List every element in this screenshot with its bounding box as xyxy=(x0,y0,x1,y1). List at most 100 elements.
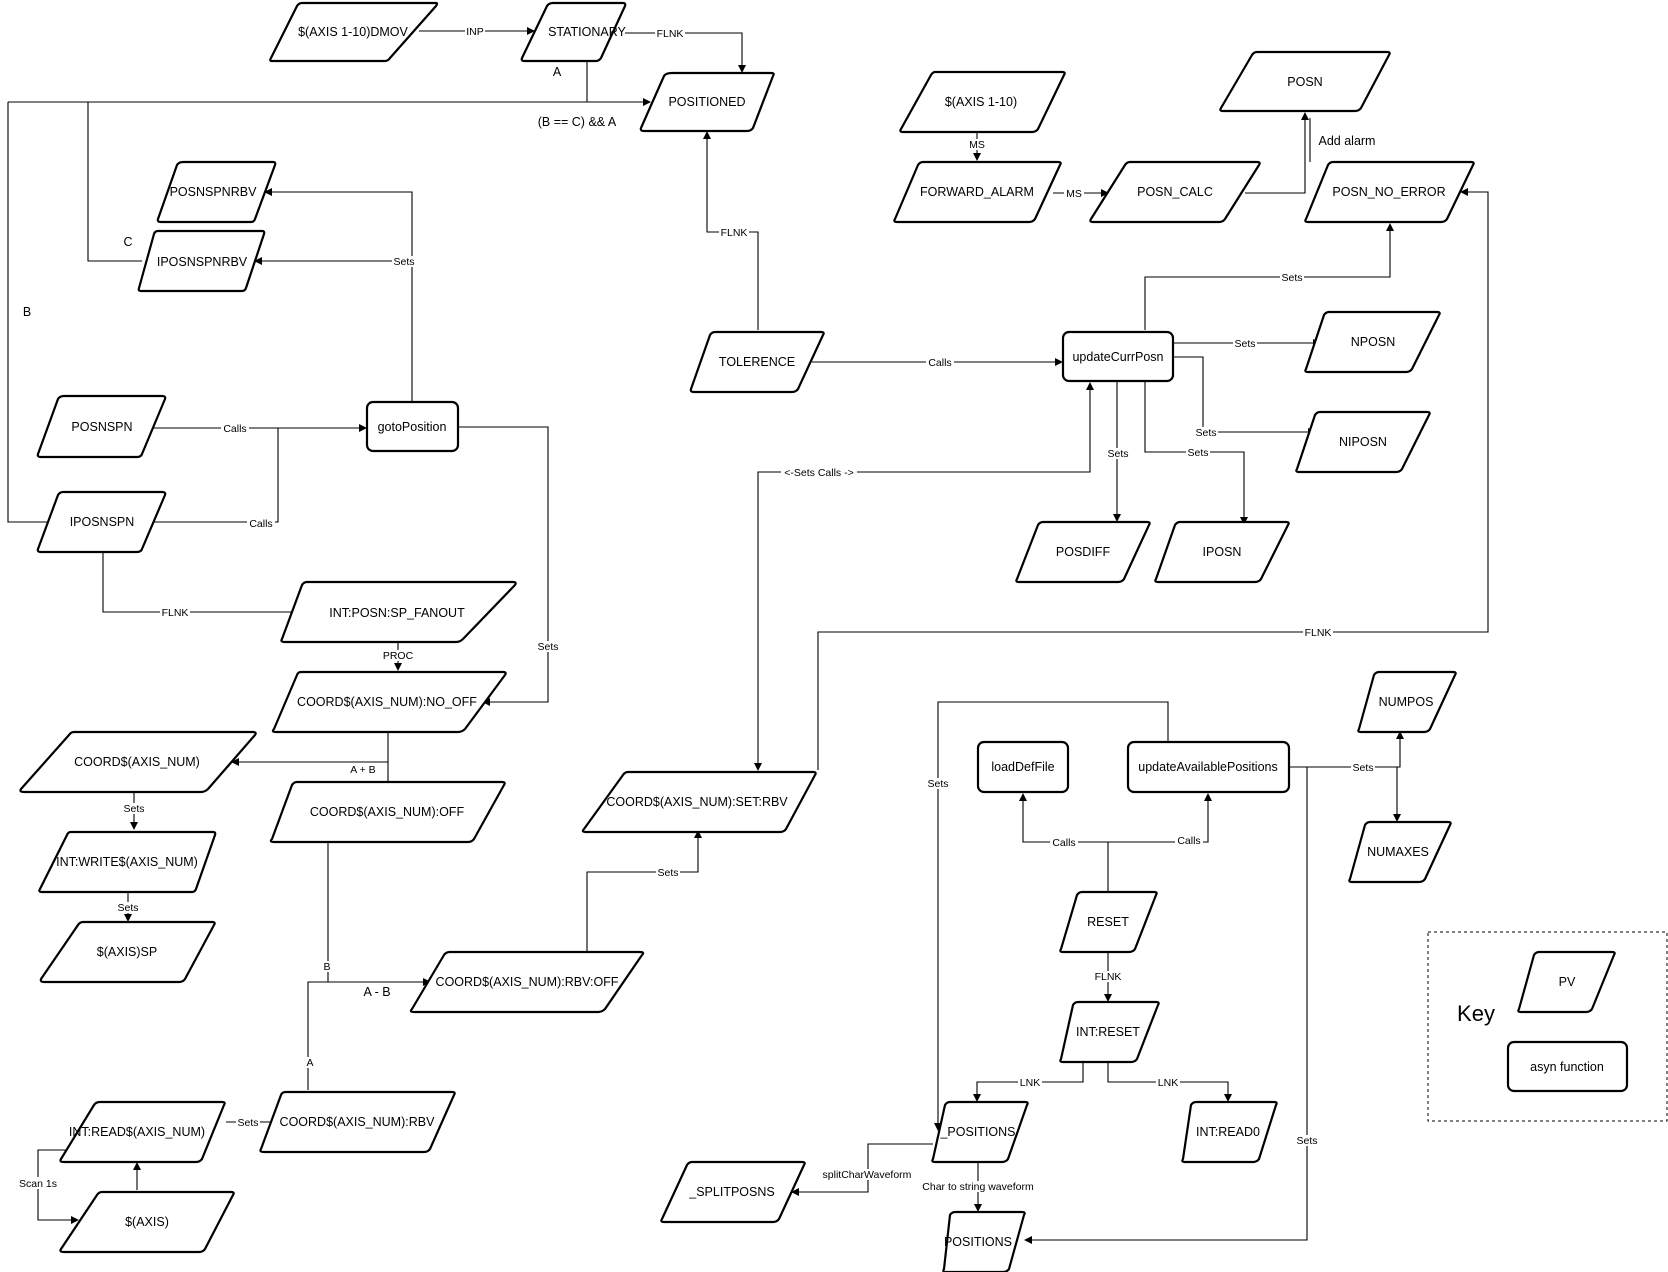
node-int-write[interactable]: INT:WRITE$(AXIS_NUM) xyxy=(38,830,217,894)
node-sp-fanout[interactable]: INT:POSN:SP_FANOUT xyxy=(280,580,517,644)
arrowhead xyxy=(1396,731,1404,739)
arrowhead xyxy=(1101,189,1109,197)
node-updateavailablepositions[interactable]: updateAvailablePositions xyxy=(1126,740,1291,794)
arrowhead xyxy=(1104,994,1112,1002)
edge-label-text: Sets xyxy=(117,902,138,914)
node-set-rbv[interactable]: COORD$(AXIS_NUM):SET:RBV xyxy=(581,770,817,834)
node-loaddeffile[interactable]: loadDefFile xyxy=(976,740,1070,794)
node-nposn[interactable]: NPOSN xyxy=(1304,310,1441,374)
node-posdiff[interactable]: POSDIFF xyxy=(1015,520,1151,584)
edge-label-text: Sets xyxy=(1234,338,1255,350)
edge-label: FLNK xyxy=(160,607,190,619)
node-label: loadDefFile xyxy=(991,760,1054,774)
node-posnspnrbv[interactable]: POSNSPNRBV xyxy=(156,160,277,224)
edge-label-text: INP xyxy=(466,26,484,38)
node-forward-alarm[interactable]: FORWARD_ALARM xyxy=(893,160,1062,224)
edge-label: LNK xyxy=(1018,1077,1042,1089)
arrowhead xyxy=(974,1204,982,1212)
edge-label: Char to string waveform xyxy=(917,1181,1039,1193)
edge-label-text: Sets xyxy=(1187,447,1208,459)
node-tolerence[interactable]: TOLERENCE xyxy=(689,330,825,394)
node-int-read[interactable]: INT:READ$(AXIS_NUM) xyxy=(59,1100,226,1164)
node-label: updateAvailablePositions xyxy=(1138,760,1277,774)
node-label: INT:POSN:SP_FANOUT xyxy=(329,606,465,620)
edge-update-setrbv xyxy=(757,390,1091,764)
node-int-reset[interactable]: INT:RESET xyxy=(1059,1000,1160,1064)
edge-label: FLNK xyxy=(655,28,685,40)
node-label: COORD$(AXIS_NUM):RBV:OFF xyxy=(436,975,619,989)
node-off[interactable]: COORD$(AXIS_NUM):OFF xyxy=(269,780,506,844)
arrowhead xyxy=(1086,382,1094,390)
node-label: updateCurrPosn xyxy=(1072,350,1163,364)
node-iposn[interactable]: IPOSN xyxy=(1154,520,1290,584)
node-stationary[interactable]: STATIONARY xyxy=(520,1,627,63)
node-label: $(AXIS 1-10)DMOV xyxy=(298,25,408,39)
edge-label-text: Calls xyxy=(223,423,246,435)
node-iposnspn[interactable]: IPOSNSPN xyxy=(36,490,167,554)
key-asyn-label: asyn function xyxy=(1530,1060,1604,1074)
edge-label-text: A - B xyxy=(363,985,390,999)
key-asyn-sample: asyn function xyxy=(1506,1040,1629,1093)
edge-label-text: PROC xyxy=(383,650,414,662)
edge-label-text: MS xyxy=(1066,188,1082,200)
node-gotoposition[interactable]: gotoPosition xyxy=(365,400,460,453)
edge-label-text: FLNK xyxy=(1305,627,1332,639)
node-label: COORD$(AXIS_NUM):SET:RBV xyxy=(606,795,788,809)
node-label: NPOSN xyxy=(1351,335,1395,349)
node-int-read0[interactable]: INT:READ0 xyxy=(1181,1100,1278,1164)
node-u-positions[interactable]: _POSITIONS xyxy=(931,1100,1029,1164)
node-posn-no-error[interactable]: POSN_NO_ERROR xyxy=(1304,160,1475,224)
arrowhead xyxy=(231,758,239,766)
node-axis-1-10[interactable]: $(AXIS 1-10) xyxy=(899,70,1066,134)
node-label: POSN_NO_ERROR xyxy=(1332,185,1445,199)
node-splitposns[interactable]: _SPLITPOSNS xyxy=(660,1160,806,1224)
edge-label-text: Sets xyxy=(1195,427,1216,439)
edge-label: PROC xyxy=(382,650,414,662)
edge-label: Calls xyxy=(221,423,249,435)
node-label: POSDIFF xyxy=(1056,545,1111,559)
node-label: COORD$(AXIS_NUM):RBV xyxy=(280,1115,436,1129)
edge-label: Sets xyxy=(1351,762,1375,774)
edge-label: Sets xyxy=(1106,448,1130,460)
node-numaxes[interactable]: NUMAXES xyxy=(1348,820,1452,884)
edge-label-text: splitCharWaveform xyxy=(823,1169,912,1181)
node-label: $(AXIS) xyxy=(125,1215,169,1229)
arrowhead xyxy=(1019,793,1027,801)
edge-b xyxy=(7,102,56,523)
node-axis[interactable]: $(AXIS) xyxy=(59,1190,235,1254)
node-axis-dmov[interactable]: $(AXIS 1-10)DMOV xyxy=(269,1,439,63)
arrowhead xyxy=(254,257,262,265)
arrowhead xyxy=(124,914,132,922)
node-label: POSNSPNRBV xyxy=(170,185,257,199)
node-rbv[interactable]: COORD$(AXIS_NUM):RBV xyxy=(259,1090,456,1154)
key-legend: Key PV asyn function xyxy=(1427,931,1668,1122)
node-positioned[interactable]: POSITIONED xyxy=(639,71,775,133)
node-label: INT:RESET xyxy=(1076,1025,1140,1039)
edge-label: Calls xyxy=(1050,837,1078,849)
arrowhead xyxy=(359,424,367,432)
node-positions[interactable]: POSITIONS xyxy=(942,1210,1026,1272)
edge-update-noerror xyxy=(1144,230,1391,330)
node-axis-sp[interactable]: $(AXIS)SP xyxy=(39,920,216,984)
edge-label-text: Calls xyxy=(1052,837,1075,849)
edge-label: Calls xyxy=(1175,835,1203,847)
node-iposnspnrbv[interactable]: IPOSNSPNRBV xyxy=(137,229,266,293)
node-reset[interactable]: RESET xyxy=(1059,890,1158,954)
node-label: $(AXIS 1-10) xyxy=(945,95,1017,109)
node-coord[interactable]: COORD$(AXIS_NUM) xyxy=(19,730,257,794)
node-rbv-off[interactable]: COORD$(AXIS_NUM):RBV:OFF xyxy=(409,950,645,1014)
edge-goto-posnspnrbv xyxy=(270,191,413,402)
node-updatecurrposn[interactable]: updateCurrPosn xyxy=(1061,330,1175,383)
node-posn-calc[interactable]: POSN_CALC xyxy=(1089,160,1261,224)
node-numpos[interactable]: NUMPOS xyxy=(1357,670,1457,734)
node-posn[interactable]: POSN xyxy=(1219,50,1391,113)
arrowhead xyxy=(1055,358,1063,366)
node-label: COORD$(AXIS_NUM) xyxy=(74,755,200,769)
edge-label-text: FLNK xyxy=(1095,971,1122,983)
node-label: INT:READ$(AXIS_NUM) xyxy=(69,1125,205,1139)
node-niposn[interactable]: NIPOSN xyxy=(1295,410,1431,474)
node-no-off[interactable]: COORD$(AXIS_NUM):NO_OFF xyxy=(271,670,507,734)
edge-label: Scan 1s xyxy=(16,1177,60,1190)
edge-iposnspn-fanout xyxy=(102,552,298,613)
node-posnspn[interactable]: POSNSPN xyxy=(36,394,167,459)
